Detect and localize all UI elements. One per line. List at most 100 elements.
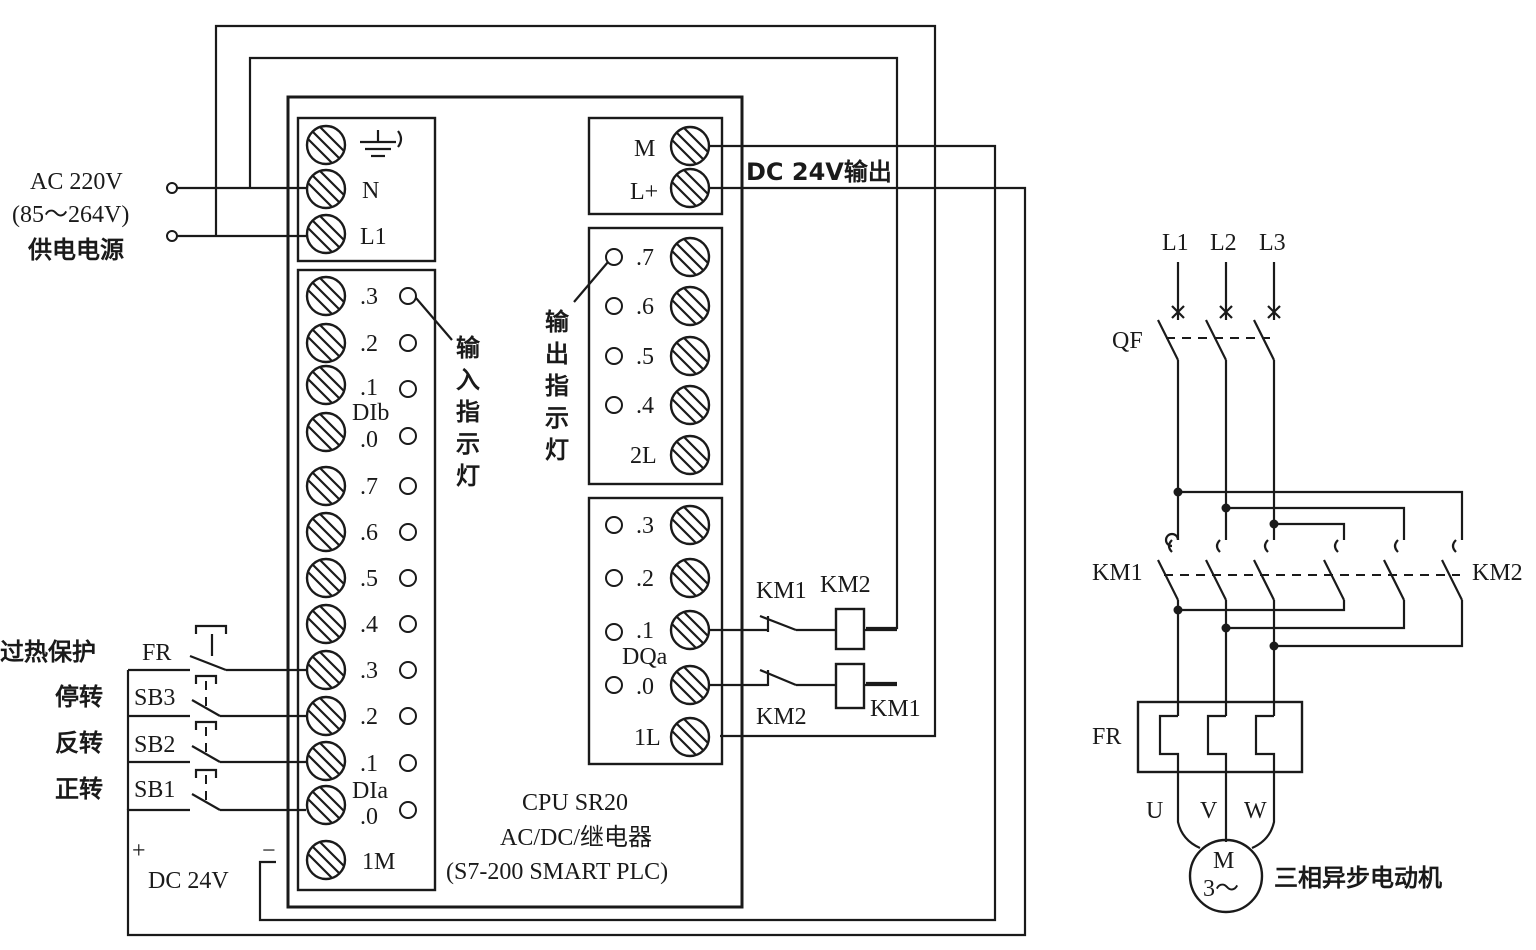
svg-text:.6: .6 (636, 294, 654, 320)
sb1-label: SB1 (134, 777, 175, 803)
svg-text:输: 输 (456, 334, 481, 362)
power-source-text: 供电电源 (27, 236, 124, 264)
output-upper-labels: .7 .6 .5 .4 2L (630, 245, 657, 469)
plc-series-text: (S7-200 SMART PLC) (446, 859, 668, 885)
svg-text:V: V (1200, 798, 1218, 824)
sb3-label: SB3 (134, 685, 175, 711)
sb1-contact (191, 768, 306, 812)
svg-text:.7: .7 (360, 474, 378, 500)
dib-label: DIb (352, 400, 389, 426)
power-terminal-l-dot (166, 230, 178, 242)
phase-lines-lower (1176, 600, 1276, 716)
dc-out-label: DC 24V输出 (746, 158, 892, 186)
svg-text:.1: .1 (360, 751, 378, 777)
n-terminal-label: N (362, 178, 379, 204)
km1-main-label: KM1 (1092, 560, 1143, 586)
svg-text:W: W (1244, 798, 1267, 824)
uvw-labels: U V W (1146, 798, 1267, 824)
qf-breaker (1157, 319, 1275, 361)
svg-text:输: 输 (545, 308, 570, 336)
ground-icon (360, 130, 403, 158)
sb2-desc: 反转 (55, 729, 103, 757)
svg-text:.3: .3 (636, 513, 654, 539)
qf-label: QF (1112, 328, 1143, 354)
svg-text:.4: .4 (636, 393, 654, 419)
motor-m-label: M (1213, 848, 1234, 874)
input-labels: .3 .2 .1 DIb .0 .7 .6 .5 .4 .3 .2 .1 DIa… (352, 284, 395, 875)
svg-text:L3: L3 (1259, 230, 1286, 256)
svg-text:L2: L2 (1210, 230, 1237, 256)
svg-text:U: U (1146, 798, 1163, 824)
km2-main-label: KM2 (1472, 560, 1523, 586)
svg-text:示: 示 (545, 404, 569, 432)
1m-label: 1M (362, 849, 395, 875)
svg-text:.1: .1 (360, 375, 378, 401)
motor-icon (1188, 838, 1264, 914)
input-switch-labels: 过热保护 FR 停转 SB3 反转 SB2 正转 SB1 (0, 638, 175, 803)
power-terminal-block (296, 116, 437, 263)
km1-coil-label: KM1 (870, 696, 921, 722)
dia-label: DIa (352, 778, 388, 804)
plc-body (286, 95, 744, 909)
fr-desc: 过热保护 (0, 638, 96, 666)
km1-contact-label: KM1 (756, 578, 807, 604)
fr-label: FR (142, 640, 171, 666)
input-indicator-leader (415, 297, 453, 341)
output-lower-labels: .3 .2 .1 DQa .0 1L (622, 513, 668, 751)
power-supply-label: AC 220V (85～264V) 供电电源 (12, 169, 129, 264)
input-terminals (305, 275, 347, 881)
l1-terminal (305, 213, 347, 255)
wire-l1-to-1l (214, 24, 937, 738)
n-terminal (305, 168, 347, 210)
output-upper-terminals (669, 236, 711, 476)
output-lower-terminals (669, 504, 711, 758)
svg-text:.0: .0 (360, 427, 378, 453)
svg-text:DC 24V: DC 24V (148, 868, 229, 894)
m-terminal (669, 125, 711, 167)
sb3-desc: 停转 (55, 683, 103, 711)
svg-text:.4: .4 (360, 612, 378, 638)
plc-model-text: CPU SR20 (522, 790, 628, 816)
motor-leads (1176, 790, 1276, 850)
svg-text:.2: .2 (636, 566, 654, 592)
output-block-upper (587, 226, 724, 486)
svg-text:指: 指 (545, 372, 569, 400)
svg-text:.5: .5 (636, 344, 654, 370)
m-terminal-label: M (634, 136, 655, 162)
svg-text:L1: L1 (1162, 230, 1189, 256)
power-terminal-n-dot (166, 182, 178, 194)
motor-desc-label: 三相异步电动机 (1274, 864, 1442, 892)
km2-contact-label: KM2 (756, 704, 807, 730)
output-q00-circuit (709, 662, 897, 710)
km2-coil-label: KM2 (820, 572, 871, 598)
sb2-contact (191, 720, 306, 764)
km2-crossover-top (1173, 487, 1464, 540)
input-leds (399, 287, 417, 819)
dc-out-terminal-block (587, 116, 724, 216)
svg-text:出: 出 (545, 340, 569, 368)
dqa-label: DQa (622, 644, 668, 670)
sb3-contact (191, 674, 306, 718)
output-indicator-leader (573, 261, 609, 303)
phase-lines-top (1171, 262, 1281, 320)
svg-text:.0: .0 (360, 804, 378, 830)
svg-text:.2: .2 (360, 331, 378, 357)
svg-text:.3: .3 (360, 658, 378, 684)
ground-terminal (305, 124, 347, 166)
output-indicator-label: 输 出 指 示 灯 (545, 308, 570, 464)
lplus-terminal-label: L+ (630, 179, 658, 205)
svg-text:灯: 灯 (545, 436, 569, 464)
lplus-terminal (669, 167, 711, 209)
svg-text:.1: .1 (636, 618, 654, 644)
2l-label: 2L (630, 443, 657, 469)
svg-text:.7: .7 (636, 245, 654, 271)
svg-text:入: 入 (456, 366, 480, 394)
input-indicator-label: 输 入 指 示 灯 (456, 334, 481, 490)
svg-text:.2: .2 (360, 704, 378, 730)
power-voltage-text: AC 220V (30, 169, 123, 195)
fr-heaters (1158, 714, 1276, 790)
svg-text:.6: .6 (360, 520, 378, 546)
svg-text:示: 示 (456, 430, 480, 458)
svg-text:−: − (262, 838, 276, 864)
